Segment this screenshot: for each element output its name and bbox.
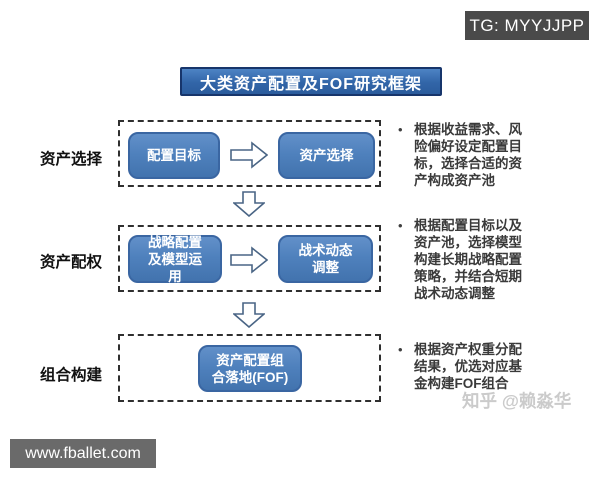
bullet-icon: •: [398, 122, 403, 137]
bullet-icon: •: [398, 218, 403, 233]
right-arrow-icon: [230, 141, 268, 169]
site-badge: www.fballet.com: [10, 439, 156, 468]
note-text: 根据收益需求、风险偏好设定配置目标，选择合适的资产构成资产池: [414, 122, 522, 188]
asset-weighting-note: • 根据配置目标以及资产池，选择模型构建长期战略配置策略，并结合短期战术动态调整: [398, 217, 568, 302]
watermark: 知乎 @赖淼华: [462, 391, 572, 411]
portfolio-construction-note: • 根据资产权重分配结果，优选对应基金构建FOF组合: [398, 341, 568, 392]
right-arrow-icon: [230, 246, 268, 274]
stage-label-asset-selection: 资产选择: [40, 151, 103, 168]
fof-implementation-node: 资产配置组合落地(FOF): [198, 345, 302, 392]
asset-selection-note: • 根据收益需求、风险偏好设定配置目标，选择合适的资产构成资产池: [398, 121, 568, 189]
down-arrow-icon: [233, 191, 265, 217]
bullet-icon: •: [398, 342, 403, 357]
asset-selection-node: 资产选择: [278, 132, 375, 179]
asset-selection-group: [118, 120, 381, 187]
telegram-badge: TG: MYYJJPP: [465, 11, 589, 40]
allocation-target-node: 配置目标: [128, 132, 220, 179]
note-text: 根据资产权重分配结果，优选对应基金构建FOF组合: [414, 342, 522, 391]
down-arrow-icon: [233, 302, 265, 328]
strategic-allocation-node: 战略配置及模型运用: [128, 235, 222, 284]
stage-label-asset-weighting: 资产配权: [40, 254, 103, 271]
portfolio-construction-group: [118, 334, 381, 402]
stage-label-portfolio-construction: 组合构建: [40, 367, 103, 384]
tactical-adjustment-node: 战术动态调整: [278, 235, 373, 283]
asset-weighting-group: [118, 225, 381, 292]
note-text: 根据配置目标以及资产池，选择模型构建长期战略配置策略，并结合短期战术动态调整: [414, 218, 522, 301]
page-title: 大类资产配置及FOF研究框架: [180, 67, 442, 96]
